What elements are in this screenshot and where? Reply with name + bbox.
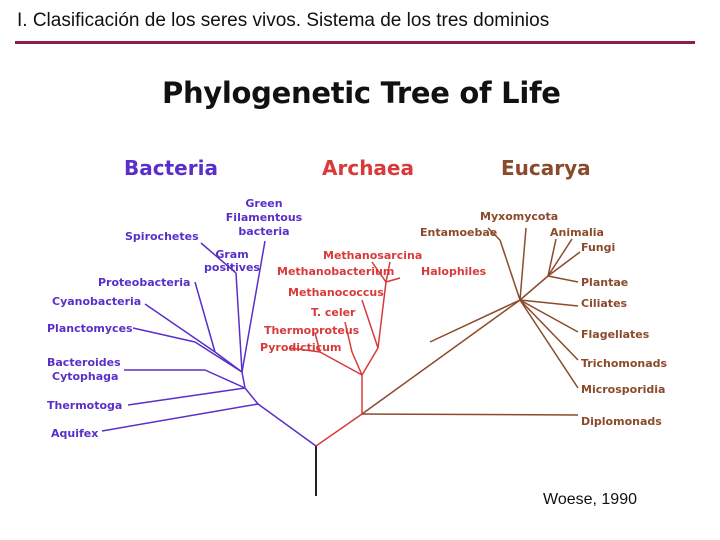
title-rule [15,41,695,44]
eucarya-branches [361,227,581,416]
bacteria-branches [101,240,317,447]
label-fungi: Fungi [581,241,615,254]
label-ciliates: Ciliates [581,297,628,310]
label-cytophaga: Cytophaga [52,370,118,383]
citation: Woese, 1990 [543,491,637,508]
label-diplomonads: Diplomonads [581,415,662,428]
domain-label-archaea: Archaea [322,156,414,180]
label-animalia: Animalia [550,226,604,239]
label-proteobacteria: Proteobacteria [98,276,190,289]
label-entamoebae: Entamoebae [420,226,497,239]
label-myxomycota: Myxomycota [480,210,558,223]
label-microsporidia: Microsporidia [581,383,665,396]
label-bacteroides: Bacteroides [47,356,121,369]
label-flagellates: Flagellates [581,328,650,341]
label-thermotoga: Thermotoga [47,399,122,412]
label-halophiles: Halophiles [421,265,487,278]
label-thermoproteus: Thermoproteus [264,324,360,337]
label-methanococcus: Methanococcus [288,286,384,299]
label-methanobacterium: Methanobacterium [277,265,394,278]
label-green-filamentous-line1: Green [245,197,282,210]
label-planctomyces: Planctomyces [47,322,133,335]
label-spirochetes: Spirochetes [125,230,199,243]
slide-title: I. Clasificación de los seres vivos. Sis… [17,10,550,31]
domain-label-bacteria: Bacteria [124,156,218,180]
label-plantae: Plantae [581,276,628,289]
label-green-filamentous-line2: Filamentous [226,211,303,224]
domain-label-eucarya: Eucarya [501,156,591,180]
label-cyanobacteria: Cyanobacteria [52,295,141,308]
label-methanosarcina: Methanosarcina [323,249,422,262]
diagram-title: Phylogenetic Tree of Life [162,76,561,110]
label-gram-positives-line2: positives [204,261,260,274]
label-gram-positives-line1: Gram [215,248,248,261]
label-pyrodicticum: Pyrodicticum [260,341,341,354]
label-t-celer: T. celer [311,306,356,319]
label-aquifex: Aquifex [51,427,98,440]
label-trichomonads: Trichomonads [581,357,668,370]
label-green-filamentous-line3: bacteria [238,225,289,238]
archaea-branches [289,261,401,447]
